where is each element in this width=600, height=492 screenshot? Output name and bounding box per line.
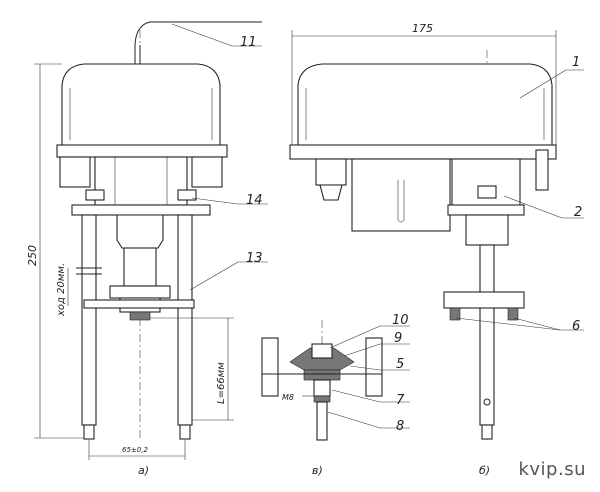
label-13: 13: [246, 251, 263, 266]
dim-thread: M8: [282, 393, 294, 402]
dim-spacing: 65±0,2: [122, 446, 148, 454]
cover-side: [297, 63, 553, 146]
cover: [61, 63, 221, 146]
watermark-text: kvip.su: [518, 459, 586, 480]
view-b: [289, 30, 584, 440]
label-7: 7: [396, 393, 405, 408]
dim-length: L=66мм: [216, 362, 227, 404]
view-label-a: а): [138, 464, 149, 477]
label-9: 9: [394, 331, 402, 346]
housing: [94, 156, 188, 206]
dim-stroke: ход 20мм.: [56, 263, 67, 317]
flange: [56, 144, 228, 158]
label-14: 14: [246, 193, 263, 208]
view-v: [261, 320, 410, 441]
dim-width: 175: [412, 22, 433, 35]
view-label-v: в): [312, 464, 323, 477]
cable: [134, 21, 262, 70]
view-a: [34, 21, 268, 460]
label-10: 10: [392, 313, 409, 328]
right-rod: [177, 214, 193, 426]
label-1: 1: [572, 55, 580, 70]
label-6: 6: [572, 319, 580, 334]
view-label-b: б): [479, 464, 490, 477]
label-2: 2: [574, 205, 582, 220]
left-rod: [81, 214, 97, 426]
mount-plate: [71, 204, 211, 216]
label-5: 5: [396, 357, 404, 372]
label-8: 8: [396, 419, 404, 434]
label-11: 11: [240, 35, 257, 50]
dim-total-height: 250: [26, 245, 39, 266]
motor-block: [351, 158, 451, 232]
